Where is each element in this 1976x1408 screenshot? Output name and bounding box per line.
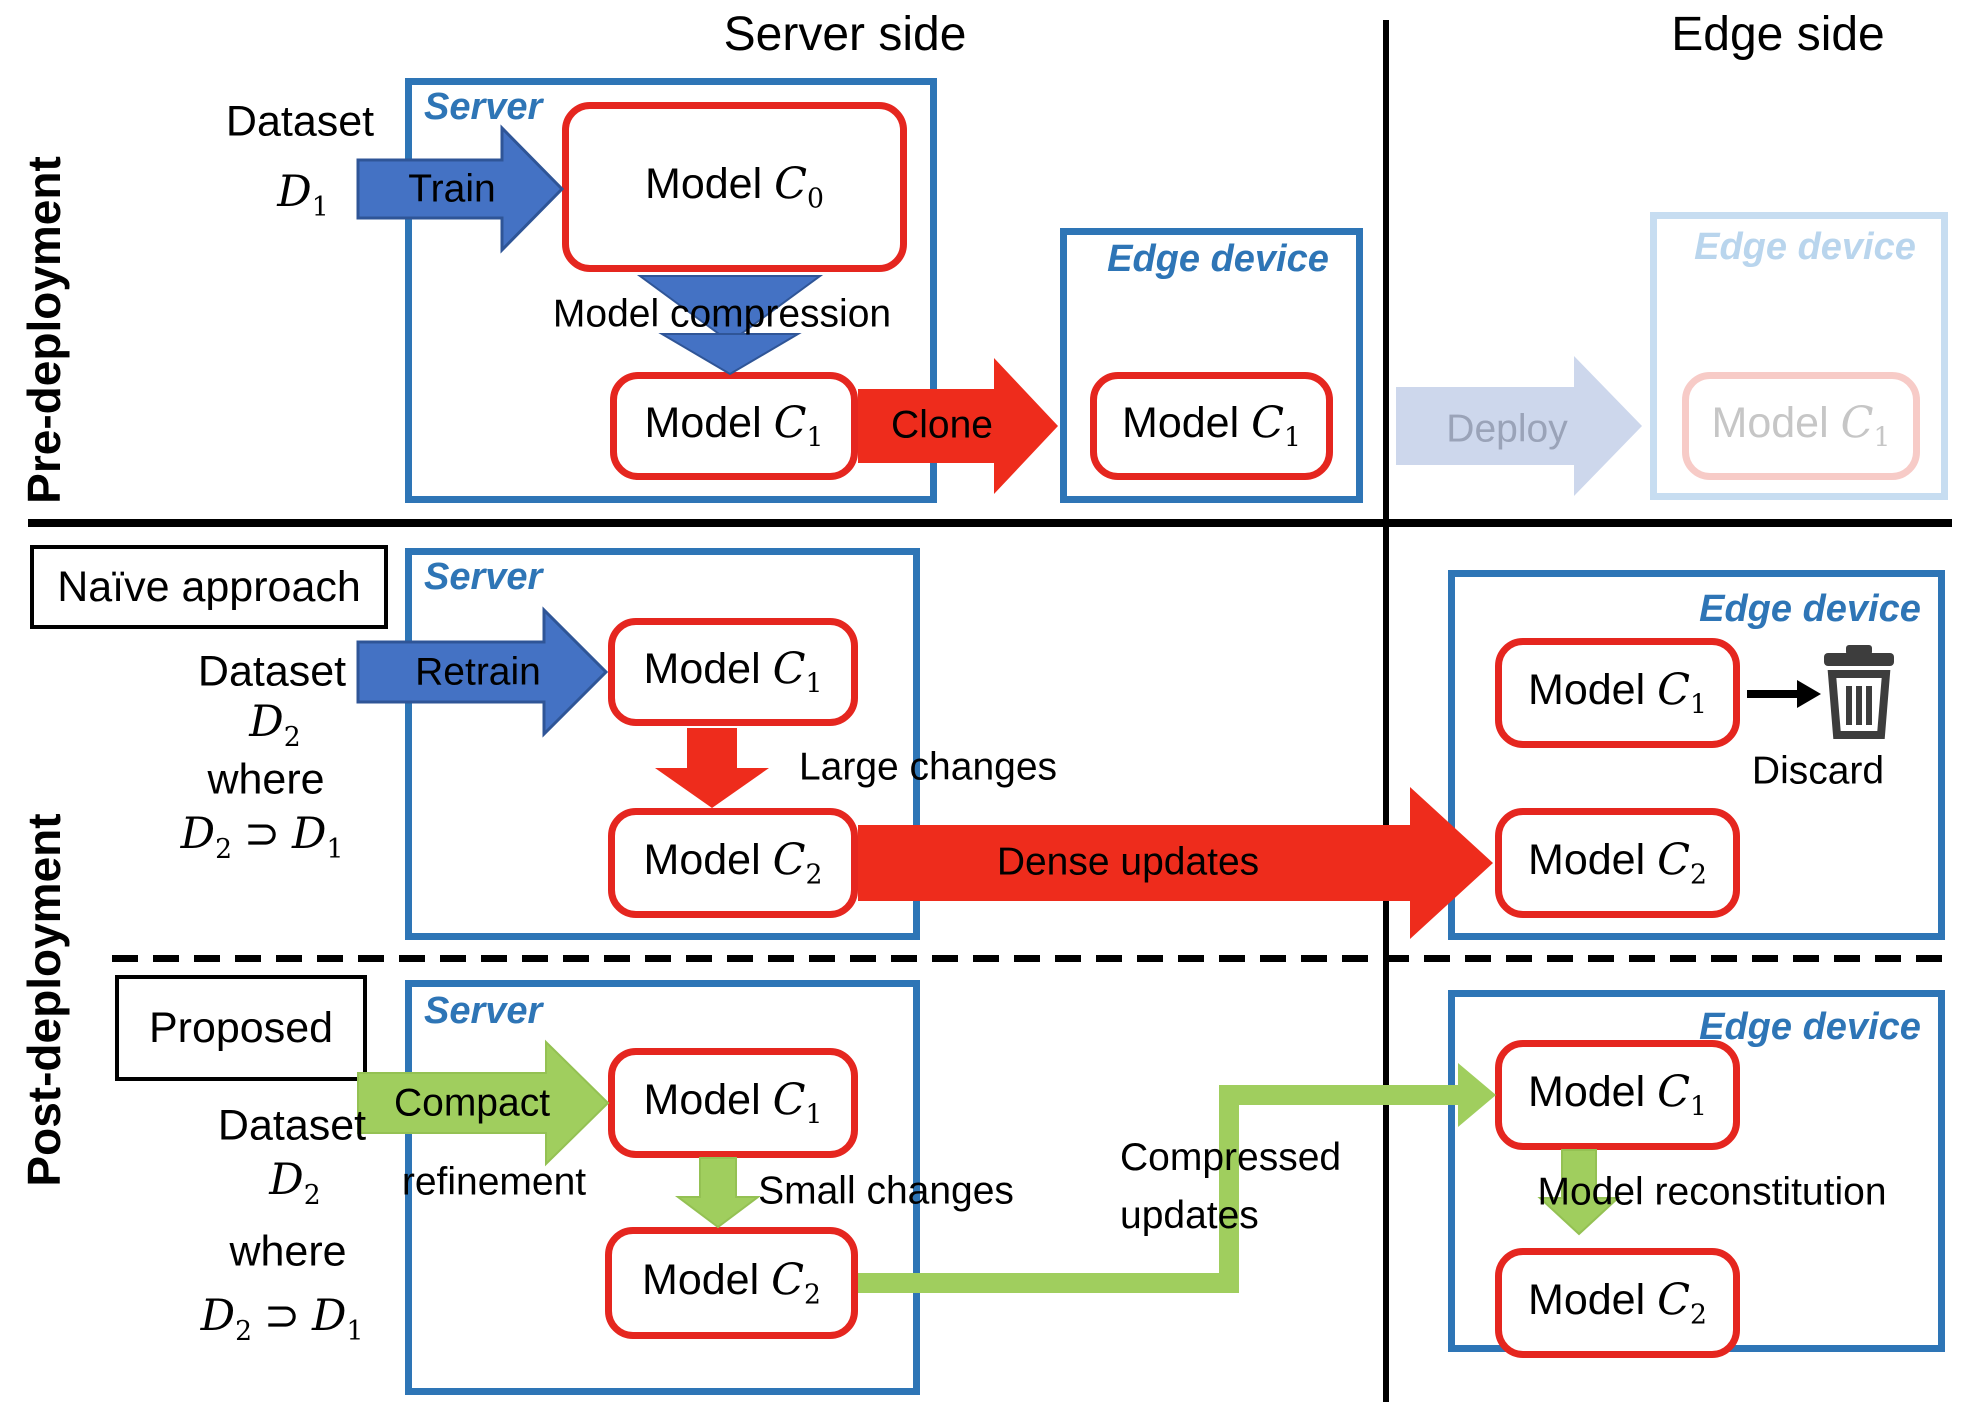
- proposed-dataset-word: Dataset: [217, 1101, 367, 1150]
- large-changes-arrow: [655, 728, 769, 808]
- retrain-label: Retrain: [415, 650, 541, 694]
- naive-edge-device-label: Edge device: [1699, 588, 1921, 631]
- proposed-superset-condition: D2 ⊃ D1: [200, 1291, 364, 1347]
- updates-label: updates: [1120, 1194, 1259, 1237]
- phase-label-post-deployment: Post-deployment: [17, 813, 70, 1187]
- model-reconstitution-arrow: [1537, 1149, 1621, 1236]
- naive-model-c1-edge-box: Model C1: [1495, 638, 1740, 748]
- refinement-label: refinement: [401, 1160, 587, 1204]
- naive-model-c1-server-box: Model C1: [608, 618, 858, 726]
- train-label: Train: [408, 167, 496, 211]
- large-changes-label: Large changes: [798, 745, 1058, 789]
- model-compression-arrow: [636, 275, 824, 376]
- pre-model-c1-edge-box: Model C1: [1090, 372, 1333, 480]
- proposed-edge-device-label: Edge device: [1699, 1006, 1921, 1049]
- phase-label-pre-deployment: Pre-deployment: [17, 156, 70, 504]
- proposed-model-c1-edge-box: Model C1: [1495, 1040, 1740, 1150]
- naive-approach-label-box: Naïve approach: [30, 545, 388, 629]
- pre-dataset-symbol: D1: [277, 167, 329, 223]
- discard-arrow: [1747, 680, 1821, 708]
- naive-model-c2-edge-label: Model C2: [1528, 835, 1707, 891]
- deploy-label: Deploy: [1446, 407, 1568, 451]
- proposed-model-c2-edge-label: Model C2: [1528, 1275, 1707, 1331]
- pre-model-c0-box: Model C0: [562, 102, 907, 272]
- pre-model-c1-server-box: Model C1: [610, 372, 858, 480]
- small-changes-label: Small changes: [758, 1169, 1014, 1213]
- model-compression-label: Model compression: [552, 292, 892, 336]
- naive-server-label: Server: [424, 556, 543, 598]
- proposed-model-c1-edge-label: Model C1: [1528, 1067, 1707, 1123]
- pre-faded-model-c1-label: Model C1: [1711, 398, 1891, 454]
- proposed-model-c2-server-box: Model C2: [605, 1227, 858, 1339]
- proposed-label-box: Proposed: [115, 975, 367, 1081]
- proposed-model-c2-server-label: Model C2: [642, 1255, 821, 1311]
- train-arrow: [356, 124, 565, 254]
- naive-model-c2-server-box: Model C2: [608, 808, 858, 918]
- pre-model-c1-edge-label: Model C1: [1122, 398, 1301, 454]
- proposed-model-c1-server-label: Model C1: [643, 1075, 823, 1131]
- horizontal-divider-solid: [28, 519, 1952, 527]
- compact-label: Compact: [393, 1081, 551, 1125]
- vertical-divider: [1383, 20, 1389, 1402]
- naive-approach-label: Naïve approach: [57, 562, 361, 611]
- discard-label: Discard: [1751, 749, 1885, 793]
- pre-dataset-word: Dataset: [225, 97, 375, 146]
- pre-edge-device-label: Edge device: [1107, 238, 1329, 281]
- naive-superset-condition: D2 ⊃ D1: [180, 809, 344, 865]
- dense-updates-arrow: [858, 787, 1493, 939]
- pre-model-c0-label: Model C0: [645, 159, 824, 215]
- proposed-model-c1-server-box: Model C1: [608, 1048, 858, 1158]
- naive-model-c1-server-label: Model C1: [643, 644, 823, 700]
- title-edge-side: Edge side: [1671, 7, 1885, 61]
- horizontal-divider-dashed: [112, 955, 1955, 962]
- proposed-server-label: Server: [424, 990, 543, 1032]
- title-server-side: Server side: [723, 7, 967, 61]
- deploy-arrow: [1396, 356, 1642, 496]
- naive-dataset-word: Dataset: [197, 647, 347, 696]
- pre-faded-edge-device-label: Edge device: [1694, 226, 1916, 269]
- naive-model-c1-edge-label: Model C1: [1528, 665, 1707, 721]
- model-reconstitution-label: Model reconstitution: [1537, 1170, 1887, 1214]
- naive-where-word: where: [207, 755, 325, 804]
- clone-arrow: [858, 358, 1058, 494]
- pre-model-c1-server-label: Model C1: [644, 398, 824, 454]
- clone-label: Clone: [891, 403, 993, 447]
- proposed-where-word: where: [229, 1227, 347, 1276]
- compressed-label: Compressed: [1120, 1136, 1342, 1179]
- naive-dataset-symbol: D2: [249, 697, 301, 753]
- pre-faded-model-c1-box: Model C1: [1682, 372, 1920, 480]
- compact-refinement-arrow: [357, 1039, 610, 1167]
- compressed-updates-arrow: [858, 1063, 1496, 1293]
- retrain-arrow: [356, 606, 609, 738]
- small-changes-arrow: [675, 1157, 761, 1229]
- proposed-label: Proposed: [148, 1003, 334, 1052]
- dense-updates-label: Dense updates: [996, 840, 1260, 884]
- naive-model-c2-server-label: Model C2: [643, 835, 823, 891]
- proposed-dataset-symbol: D2: [269, 1155, 321, 1211]
- naive-model-c2-edge-box: Model C2: [1495, 808, 1740, 918]
- trash-icon: [1824, 645, 1894, 739]
- proposed-model-c2-edge-box: Model C2: [1495, 1248, 1740, 1358]
- pre-server-label: Server: [424, 86, 543, 128]
